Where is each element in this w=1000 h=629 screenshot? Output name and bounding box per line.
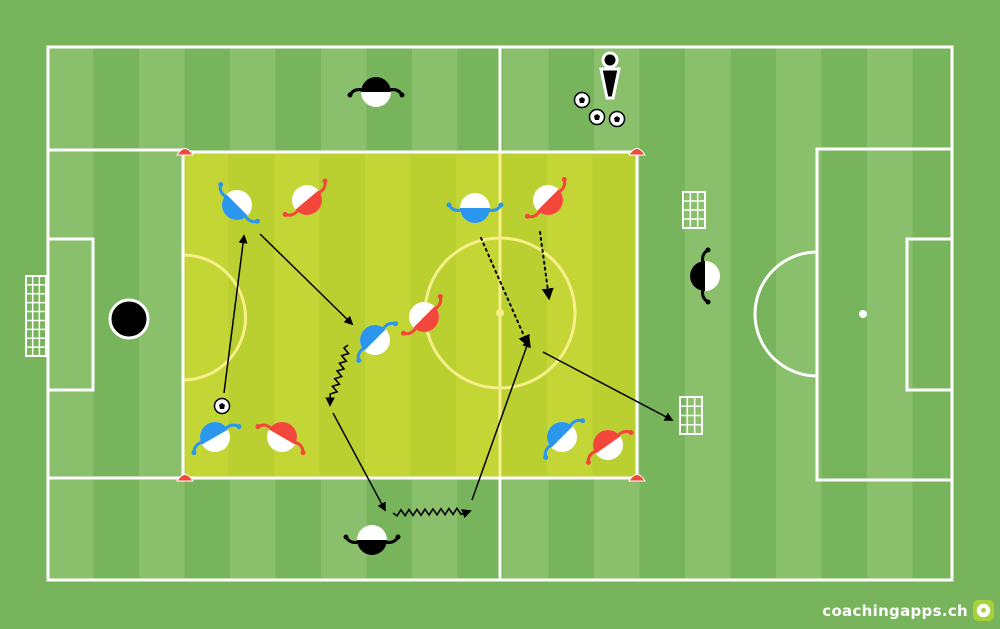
players xyxy=(108,51,720,555)
soccer-ball-icon xyxy=(973,600,994,621)
brand-text: coachingapps.ch xyxy=(822,601,968,620)
cones xyxy=(176,148,646,482)
goals xyxy=(25,191,706,435)
pitch-lines xyxy=(46,45,954,582)
balls xyxy=(213,91,626,415)
brand-watermark[interactable]: coachingapps.ch xyxy=(822,600,994,621)
movement-arrows xyxy=(223,231,674,519)
